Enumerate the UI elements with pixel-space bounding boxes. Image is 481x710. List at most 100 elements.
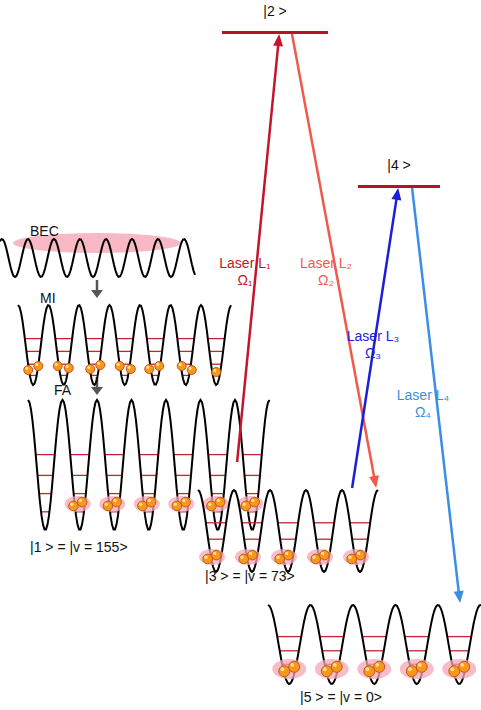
vibrational-level [277,636,301,637]
atom-highlight [280,667,284,671]
atom [177,362,186,371]
molecule-glow [271,549,297,565]
optical-lattice [28,400,270,529]
atom-highlight [179,363,182,366]
vibrational-level [116,338,133,339]
atom [239,554,249,564]
atom [187,366,196,375]
atom [212,550,222,560]
atom-highlight [365,667,369,671]
vibrational-level [208,539,224,540]
vibrational-level [208,338,225,339]
lattice-potential [28,400,270,529]
atom [212,368,221,377]
atom-highlight [117,363,120,366]
step-arrow-shaft [96,280,99,291]
vibrational-level [278,522,298,523]
vibrational-level [280,539,296,540]
atom-highlight [139,503,142,506]
state-label: |2 > [263,4,287,19]
vibrational-level [405,636,429,637]
atom [172,501,182,511]
atom [53,362,62,371]
state-label: |3 > = |v = 73> [205,569,295,584]
vibrational-level [57,351,71,352]
molecule-glow [343,549,369,565]
vibrational-level [350,522,370,523]
atom-highlight [323,667,327,671]
vibrational-level [143,493,155,494]
vibrational-level [320,636,344,637]
laser-label: Laser L₁ Ω₁ [213,255,277,289]
atom-highlight [276,556,279,559]
atom [77,497,87,507]
vibrational-level [39,493,51,494]
atom-highlight [375,663,379,667]
atom [155,362,164,371]
vibrational-level [208,454,227,455]
vibrational-state: |1 > = |v = 155> [28,462,270,558]
vibrational-level [55,338,72,339]
atom [347,554,357,564]
atom-highlight [243,503,246,506]
vibrational-level [210,475,226,476]
laser-label: Laser L₂ Ω₂ [294,255,358,289]
vibrational-level [108,493,120,494]
vibrational-level [87,351,101,352]
atom [248,550,258,560]
atom [279,666,290,677]
vibrational-level [41,511,50,512]
atom-highlight [70,503,73,506]
atom-highlight [174,503,177,506]
vibrational-level [74,493,86,494]
step-arrow [91,280,103,298]
optical-lattice [0,239,195,277]
vibrational-level [174,454,193,455]
vibrational-level [211,364,221,365]
phase-label: BEC [30,224,59,239]
atom [320,550,330,560]
atom [311,554,321,564]
atom-highlight [213,369,216,372]
vibrational-level [177,493,189,494]
vibrational-level [72,475,88,476]
atom [146,497,156,507]
atom [138,501,148,511]
phase-label: FA [54,383,71,398]
atom-highlight [105,503,108,506]
phase-label: MI [40,291,56,306]
atom [459,661,470,672]
arrow-head [273,34,283,46]
atom-highlight [128,366,131,369]
excited-level: |4 > [358,158,440,188]
atom-highlight [312,556,315,559]
vibrational-level [246,493,258,494]
state-label: |4 > [387,158,411,173]
vibrational-level [25,338,42,339]
optical-lattice [268,605,481,684]
atom [24,366,33,375]
atom [69,501,79,511]
atom-highlight [240,556,243,559]
vibrational-level [176,475,192,476]
atom [64,364,73,373]
vibrational-level [38,475,54,476]
excited-level: |2 > [222,4,328,34]
atom-highlight [450,667,454,671]
molecule-glow [235,549,261,565]
atom [34,362,43,371]
atom-highlight [87,366,90,369]
atom-highlight [290,663,294,667]
molecule-glow [168,496,194,512]
atom-highlight [182,499,185,502]
vibrational-level [245,475,261,476]
atom [416,661,427,672]
vibrational-level [147,338,164,339]
vibrational-state: |3 > = |v = 73> [198,488,378,586]
vibrational-level [322,650,341,651]
atom-highlight [66,365,69,368]
atom [203,554,213,564]
vibrational-level [118,351,132,352]
atom-highlight [208,503,211,506]
